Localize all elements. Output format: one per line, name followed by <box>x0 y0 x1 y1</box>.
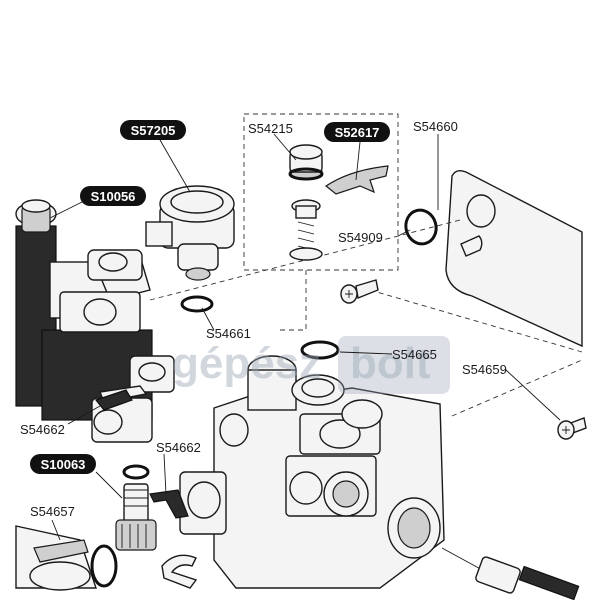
badge-s52617: S52617 <box>324 122 390 142</box>
leader-s54909 <box>397 229 411 237</box>
label-s10056: S10056 <box>91 189 136 204</box>
leader-s54661 <box>201 307 215 331</box>
fitting-s10063 <box>115 464 157 551</box>
badge-s10063: S10063 <box>30 454 96 474</box>
badge-s10056: S10056 <box>80 186 146 206</box>
spring-valve <box>289 199 323 261</box>
leader-s52617 <box>355 141 361 181</box>
label-s54909: S54909 <box>338 230 383 245</box>
label-s10063: S10063 <box>41 457 86 472</box>
main-valve-body <box>179 355 445 589</box>
leader-s10063 <box>95 471 123 499</box>
cartridge-group-connector <box>280 270 307 331</box>
leader-s54662-left <box>67 405 101 425</box>
retaining-clip-s54909 <box>324 165 389 195</box>
assembly-line-2 <box>451 359 583 417</box>
small-clip <box>161 554 198 589</box>
label-s54662-left: S54662 <box>20 422 65 437</box>
leader-s54657 <box>51 519 61 541</box>
leader-s54659 <box>505 369 561 421</box>
label-s54215: S54215 <box>248 121 293 136</box>
sensor-probe <box>441 547 580 600</box>
locating-pin <box>460 235 483 257</box>
watermark-part2: bolt <box>350 339 431 388</box>
clip-s54662-left <box>94 389 133 411</box>
o-ring-s54661 <box>180 295 214 313</box>
cartridge-group-frame <box>243 113 399 271</box>
air-vent-cap-s57205 <box>145 185 235 281</box>
label-s54665: S54665 <box>392 347 437 362</box>
fitting-s54657 <box>15 525 118 591</box>
label-s54659: S54659 <box>462 362 507 377</box>
label-s54660: S54660 <box>413 119 458 134</box>
mounting-plate <box>445 169 583 348</box>
label-s54661: S54661 <box>206 326 251 341</box>
leader-s54215 <box>273 133 297 161</box>
screw-upper <box>340 279 379 304</box>
label-s52617: S52617 <box>335 125 380 140</box>
label-s54662-mid: S54662 <box>156 440 201 455</box>
assembly-line-3 <box>369 289 583 353</box>
gasket-ring-s54660 <box>404 208 438 246</box>
cartridge-s54215 <box>288 144 324 181</box>
leader-s57205 <box>159 139 191 193</box>
badge-s57205: S57205 <box>120 120 186 140</box>
label-s57205: S57205 <box>131 123 176 138</box>
o-ring-s54665 <box>300 340 340 360</box>
watermark: gépész bolt <box>172 336 450 394</box>
leader-s10056 <box>49 199 87 219</box>
leader-s54662-mid <box>163 453 167 495</box>
leader-s54665 <box>339 351 393 355</box>
clip-s54662-mid <box>149 489 189 519</box>
screw-lower-s54659 <box>557 417 587 440</box>
watermark-part1: gépész <box>172 339 321 388</box>
label-s54657: S54657 <box>30 504 75 519</box>
